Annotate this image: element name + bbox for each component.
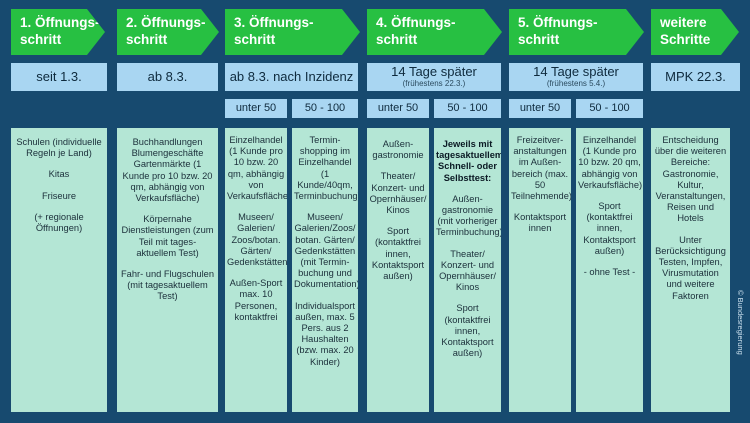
step-4-low-measures: Außen-gastronomie Theater/ Konzert- und … [367, 128, 429, 412]
step-2-measures: Buchhandlungen Blumengeschäfte Gartenmär… [117, 128, 218, 412]
step-6-measures: Entscheidung über die weiteren Bereiche:… [651, 128, 730, 412]
step-4-arrow: 4. Öffnungs- schritt [367, 9, 502, 55]
step-4-date-text: 14 Tage später [391, 64, 477, 79]
step-1-measure-kitas: Kitas [48, 169, 70, 180]
step-5-incidence-high: 50 - 100 [576, 99, 643, 118]
step-5-date: 14 Tage später (frühestens 5.4.) [509, 63, 643, 91]
step-2-arrow: 2. Öffnungs- schritt [117, 9, 219, 55]
step-3-line2: schritt [234, 32, 276, 47]
step-1-date-text: seit 1.3. [36, 69, 82, 84]
step-3-high-measures: Termin-shopping im Einzelhandel (1 Kunde… [292, 128, 358, 412]
step-4-date-note: (frühestens 22.3.) [402, 79, 466, 88]
step-3-low-retail: Einzelhandel (1 Kunde pro 10 bzw. 20 qm,… [227, 135, 287, 202]
step-6-date: MPK 22.3. [651, 63, 740, 91]
step-5-high-measures: Einzelhandel (1 Kunde pro 10 bzw. 20 qm,… [576, 128, 643, 412]
step-2-date-text: ab 8.3. [147, 69, 188, 84]
step-2-measure-services: Körpernahe Dienstleistungen (zum Teil mi… [121, 214, 214, 258]
step-2-measure-shops: Buchhandlungen Blumengeschäfte Gartenmär… [122, 137, 213, 204]
step-6-line2: Schritte [660, 32, 711, 47]
step-5-high-no-test: - ohne Test - [583, 267, 636, 278]
step-1-arrow: 1. Öffnungs- schritt [11, 9, 105, 55]
step-5-high-sport: Sport (kontaktfrei innen, Kontaktsport a… [583, 201, 636, 256]
step-3-date: ab 8.3. nach Inzidenz [225, 63, 358, 91]
copyright-text: © Bundesregierung [736, 290, 745, 355]
step-4-low-gastro: Außen-gastronomie [372, 139, 424, 161]
step-4-date: 14 Tage später (frühestens 22.3.) [367, 63, 501, 91]
step-6-date-text: MPK 22.3. [665, 69, 726, 84]
step-3-high-sport: Individualsport außen, max. 5 Pers. aus … [295, 300, 355, 367]
step-3-low-measures: Einzelhandel (1 Kunde pro 10 bzw. 20 qm,… [225, 128, 287, 412]
step-3-high-museums: Museen/ Galerien/Zoos/ botan. Gärten/ Ge… [294, 212, 358, 290]
step-4-line1: 4. Öffnungs- [376, 15, 456, 30]
step-3-incidence-low: unter 50 [225, 99, 287, 118]
step-4-high-test-note: Jeweils mit tagesaktuellem Schnell- oder… [436, 139, 501, 183]
step-5-high-retail: Einzelhandel (1 Kunde pro 10 bzw. 20 qm,… [578, 135, 643, 190]
step-2-date: ab 8.3. [117, 63, 218, 91]
step-5-incidence-low: unter 50 [509, 99, 571, 118]
step-5-low-measures: Freizeitver-anstaltungen im Außen-bereic… [509, 128, 571, 412]
step-4-line2: schritt [376, 32, 418, 47]
step-5-low-events: Freizeitver-anstaltungen im Außen-bereic… [511, 135, 571, 202]
copyright-credit: © Bundesregierung [735, 290, 747, 410]
step-4-incidence-high: 50 - 100 [434, 99, 501, 118]
step-3-low-sport: Außen-Sport max. 10 Personen, kontaktfre… [229, 278, 283, 322]
step-5-date-note: (frühestens 5.4.) [546, 79, 606, 88]
step-4-low-sport: Sport (kontaktfrei innen, Kontaktsport a… [371, 226, 425, 282]
step-4-high-sport: Sport (kontaktfrei innen, Kontaktsport a… [441, 303, 494, 359]
step-4-low-culture: Theater/ Konzert- und Opernhäuser/ Kinos [369, 171, 427, 216]
step-4-high-gastro: Außen-gastronomie (mit vorheriger Termin… [436, 193, 501, 238]
step-1-measures: Schulen (individuelle Regeln je Land) Ki… [11, 128, 107, 412]
step-4-incidence-low: unter 50 [367, 99, 429, 118]
step-1-measure-hairdressers: Friseure [41, 190, 77, 201]
step-2-line1: 2. Öffnungs- [126, 15, 206, 30]
step-1-line1: 1. Öffnungs- [20, 15, 100, 30]
step-4-high-measures: Jeweils mit tagesaktuellem Schnell- oder… [434, 128, 501, 412]
step-1-measure-regional: (+ regionale Öffnungen) [34, 211, 84, 234]
step-6-line1: weitere [660, 15, 707, 30]
step-3-high-retail: Termin-shopping im Einzelhandel (1 Kunde… [294, 135, 358, 202]
step-6-factors: Unter Berücksichtigung Testen, Impfen, V… [655, 234, 726, 301]
step-5-arrow: 5. Öffnungs- schritt [509, 9, 644, 55]
step-1-date: seit 1.3. [11, 63, 107, 91]
step-3-date-text: ab 8.3. nach Inzidenz [229, 69, 354, 84]
step-6-decision: Entscheidung über die weiteren Bereiche:… [654, 135, 727, 224]
step-1-measure-schools: Schulen (individuelle Regeln je Land) [16, 137, 102, 159]
step-2-measure-schools: Fahr- und Flugschulen (mit tagesaktuelle… [120, 269, 215, 302]
step-4-high-culture: Theater/ Konzert- und Opernhäuser/ Kinos [439, 248, 496, 293]
step-3-arrow: 3. Öffnungs- schritt [225, 9, 360, 55]
step-5-low-sport: Kontaktsport innen [513, 212, 567, 234]
step-3-line1: 3. Öffnungs- [234, 15, 314, 30]
step-5-line2: schritt [518, 32, 560, 47]
step-2-line2: schritt [126, 32, 168, 47]
step-5-line1: 5. Öffnungs- [518, 15, 598, 30]
step-3-incidence-high: 50 - 100 [292, 99, 358, 118]
step-3-low-museums: Museen/ Galerien/ Zoos/botan. Gärten/ Ge… [227, 212, 287, 268]
step-1-line2: schritt [20, 32, 62, 47]
step-6-arrow: weitere Schritte [651, 9, 739, 55]
step-5-date-text: 14 Tage später [533, 64, 619, 79]
